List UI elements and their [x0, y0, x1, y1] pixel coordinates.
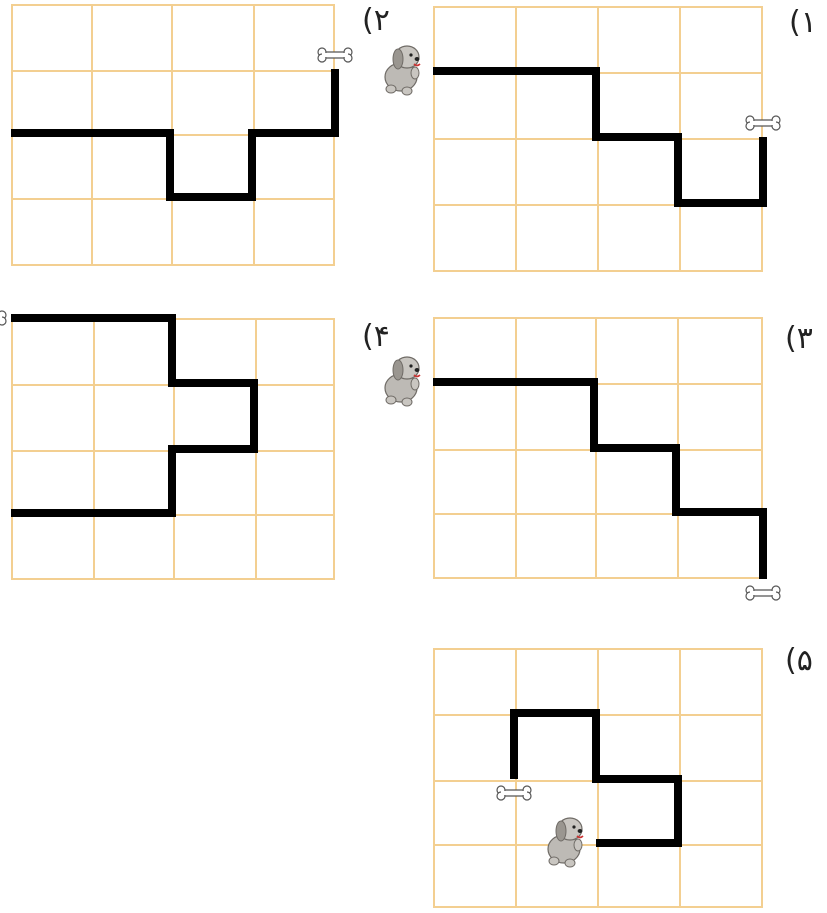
bone-icon [746, 116, 780, 130]
dog-icon [385, 357, 420, 406]
path-line [433, 71, 763, 203]
bone-icon [746, 586, 780, 600]
puzzle-label-3: (۳ [785, 324, 813, 354]
puzzle-2 [11, 4, 335, 266]
puzzle-1 [433, 6, 763, 272]
puzzle-label-5: (۵ [785, 646, 813, 676]
puzzle-label-4: (۴ [362, 322, 390, 352]
path [433, 317, 763, 579]
puzzle-label-2: (۲ [362, 6, 390, 36]
dog-icon [548, 818, 583, 867]
puzzle-5 [433, 648, 763, 908]
path-line [433, 382, 763, 579]
path [433, 648, 763, 908]
bone-icon [0, 311, 6, 325]
path [11, 318, 335, 580]
path [11, 4, 335, 266]
dog-icon [385, 46, 420, 95]
path-line [11, 318, 254, 513]
bone-icon [497, 786, 531, 800]
puzzle-3 [433, 317, 763, 579]
bone-icon [318, 48, 352, 62]
path [433, 6, 763, 272]
path-line [514, 713, 678, 843]
path-line [11, 69, 335, 197]
puzzle-4 [11, 318, 335, 580]
puzzle-label-1: (۱ [789, 8, 817, 38]
